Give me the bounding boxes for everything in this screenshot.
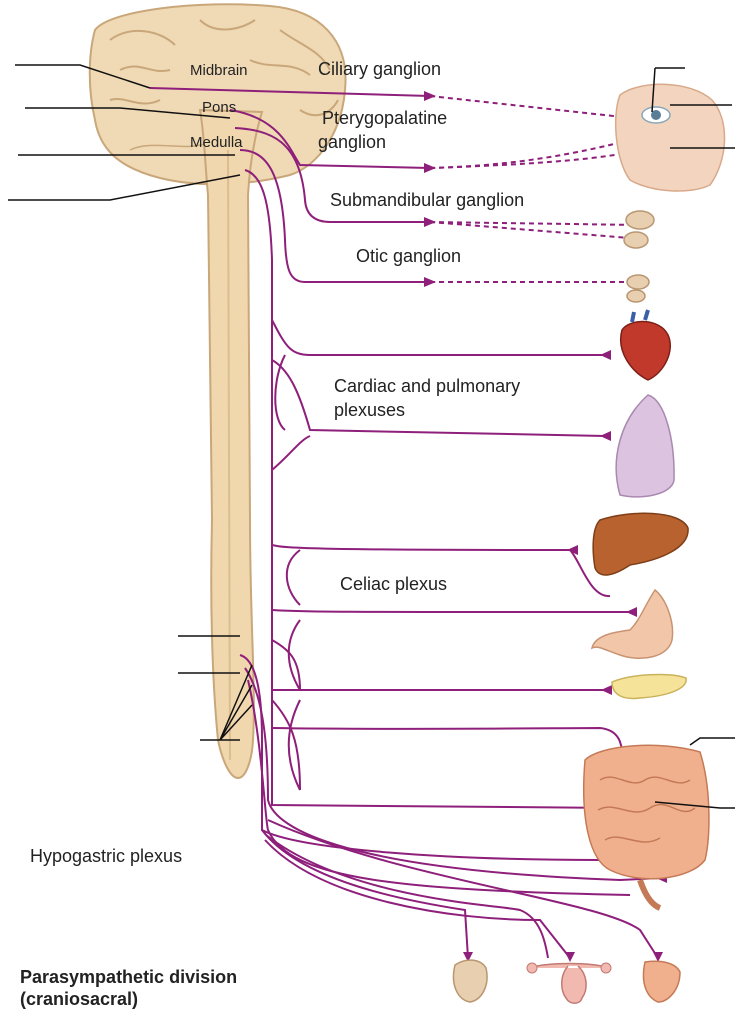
lacrimal-gland-icon <box>624 211 654 248</box>
cardiac-label-line1: Cardiac and pulmonary <box>334 376 520 396</box>
pancreas-arrow <box>601 685 612 695</box>
genitalia-icon <box>643 961 680 1002</box>
genital-arrow <box>653 952 663 962</box>
pons-label: Pons <box>202 99 236 116</box>
midbrain-label: Midbrain <box>190 62 248 79</box>
pterygopalatine-label-line1: Pterygopalatine <box>322 108 447 128</box>
otic-ganglion-marker <box>424 277 436 287</box>
urinary-bladder-icon <box>453 960 487 1002</box>
division-title-line1: Parasympathetic division <box>20 967 237 987</box>
pulmonary-arrow <box>600 431 611 441</box>
eye-icon <box>616 84 725 191</box>
ciliary-ganglion-label: Ciliary ganglion <box>318 59 441 79</box>
uterus-arrow <box>565 952 575 962</box>
submandibular-ganglion-label: Submandibular ganglion <box>330 190 524 210</box>
ciliary-ganglion-marker <box>424 91 436 101</box>
stomach-arrow <box>626 607 637 617</box>
pterygopalatine-ganglion-marker <box>424 163 436 173</box>
uterus-icon <box>527 963 611 1003</box>
intestines-icon <box>584 745 709 908</box>
division-title-line2: (craniosacral) <box>20 989 138 1009</box>
cardiac-label-line2: plexuses <box>334 400 405 420</box>
hypogastric-plexus-label: Hypogastric plexus <box>30 846 182 866</box>
submandibular-ganglion-marker <box>424 217 436 227</box>
cardiac-arrow <box>600 350 611 360</box>
lung-icon <box>616 395 674 497</box>
spinal-cord <box>200 110 262 778</box>
heart-icon <box>621 310 671 380</box>
pterygopalatine-label-line2: ganglion <box>318 132 386 152</box>
pancreas-icon <box>612 675 686 699</box>
parotid-gland-icon <box>627 275 649 302</box>
stomach-icon <box>592 590 673 658</box>
celiac-plexus-label: Celiac plexus <box>340 574 447 594</box>
medulla-label: Medulla <box>190 134 243 151</box>
liver-icon <box>593 513 688 575</box>
otic-ganglion-label: Otic ganglion <box>356 246 461 266</box>
